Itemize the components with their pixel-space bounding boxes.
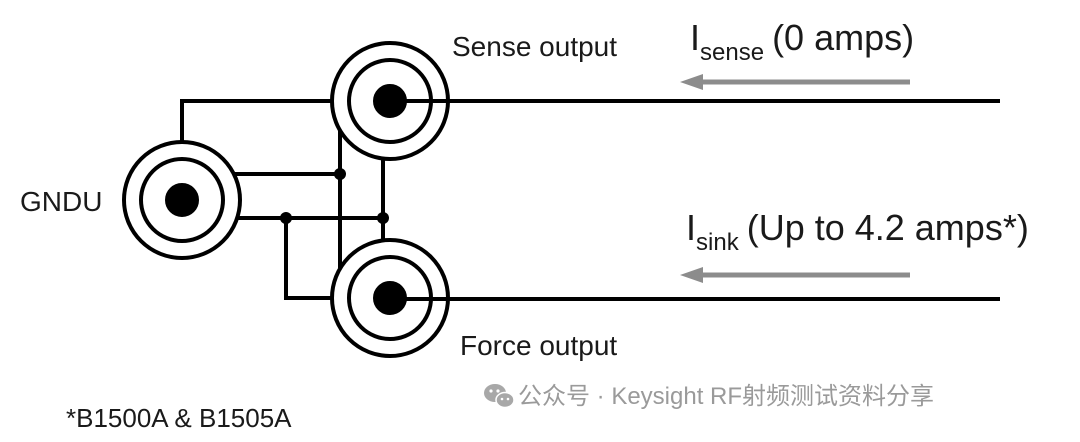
sink-current-note: (Up to 4.2 amps*): [747, 207, 1029, 248]
junctions: [280, 168, 389, 224]
sink-current-label: Isink (Up to 4.2 amps*): [686, 207, 1029, 256]
junction-dot: [334, 168, 346, 180]
sink-current-arrow: [680, 267, 910, 283]
wechat-icon: [484, 384, 515, 409]
footnote: *B1500A & B1505A: [66, 403, 292, 433]
gndu-connector: [122, 140, 242, 260]
sense-current-note: (0 amps): [772, 17, 914, 58]
sink-current-subscript: sink: [696, 229, 740, 256]
watermark-text: 公众号 · Keysight RF射频测试资料分享: [518, 383, 934, 410]
junction-dot: [280, 212, 292, 224]
watermark: 公众号 · Keysight RF射频测试资料分享: [484, 383, 934, 410]
force-output-label: Force output: [460, 330, 617, 361]
junction-dot: [377, 212, 389, 224]
wires: [180, 99, 1000, 301]
sense-output-connector: [330, 41, 450, 161]
sink-current-symbol: I: [686, 207, 696, 248]
sense-current-subscript: sense: [700, 39, 764, 66]
sense-current-symbol: I: [690, 17, 700, 58]
sense-current-arrow: [680, 74, 910, 90]
sense-current-label: Isense (0 amps): [690, 17, 914, 66]
gndu-label: GNDU: [20, 186, 102, 217]
sense-output-label: Sense output: [452, 31, 617, 62]
